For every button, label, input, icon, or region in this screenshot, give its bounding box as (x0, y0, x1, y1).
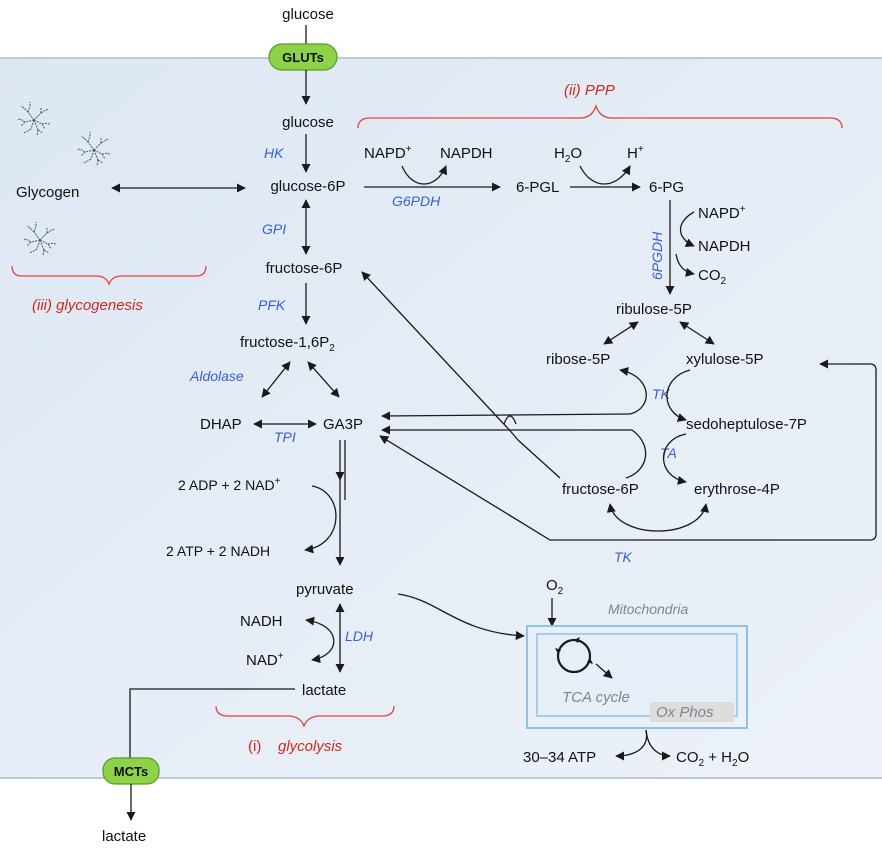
glucose-outside: glucose (282, 6, 334, 23)
6-pgl: 6-PGL (516, 179, 559, 196)
mcts-label: MCTs (114, 764, 148, 779)
aldolase-arrow-left (261, 361, 291, 398)
crossover-hop (503, 415, 517, 425)
napd-plus-1: NAPD+ (364, 144, 412, 162)
co2-release-curve (675, 253, 695, 277)
fructose-6p: fructose-6P (266, 260, 343, 277)
nad-plus: NAD+ (246, 651, 284, 669)
glycolysis-number: (i) (248, 738, 261, 755)
sedoheptulose-7p: sedoheptulose-7P (686, 416, 807, 433)
glucose-6p: glucose-6P (270, 178, 345, 195)
enzyme-tpi: TPI (274, 429, 296, 445)
tca-cycle-arrow-2 (587, 658, 593, 664)
enzyme-ta: TA (660, 445, 677, 461)
oxphos-box (650, 702, 734, 722)
ribulose-ribose-arrow (603, 321, 639, 345)
h-plus: H+ (627, 144, 644, 162)
ribose-5p: ribose-5P (546, 351, 610, 368)
h2o: H2O (554, 145, 582, 165)
enzyme-hk: HK (264, 145, 284, 161)
enzyme-gpi: GPI (262, 221, 286, 237)
fructose-16p2: fructose-1,6P2 (240, 334, 335, 354)
enzyme-ldh: LDH (345, 628, 374, 644)
napdh-2: NAPDH (698, 238, 751, 255)
mitochondria-outer (526, 625, 748, 729)
tk2-curve (606, 503, 710, 532)
6pgdh-cofactor-curve (679, 211, 695, 247)
enzyme-6pgdh: 6PGDH (649, 231, 665, 280)
nadh: NADH (240, 613, 283, 630)
atp-nadh: 2 ATP + 2 NADH (166, 543, 270, 559)
glucose-inside: glucose (282, 114, 334, 131)
tca-cycle-label: TCA cycle (562, 689, 630, 706)
atp-generation-curve (304, 485, 337, 554)
glycolysis-brace (215, 705, 395, 728)
tca-cycle-arrow-3 (555, 648, 561, 654)
ppp-f6p-return-arrow (361, 271, 561, 479)
lactate-inside: lactate (302, 682, 346, 699)
section-glycogenesis: (iii) glycogenesis (32, 297, 143, 314)
oxphos-label: Ox Phos (656, 704, 714, 721)
g6pdh-cofactor-curve (401, 165, 448, 185)
enzyme-aldolase: Aldolase (189, 368, 244, 384)
enzyme-pfk: PFK (258, 297, 286, 313)
o2: O2 (546, 577, 564, 597)
atp-yield: 30–34 ATP (523, 749, 596, 766)
section-glycolysis: glycolysis (278, 738, 343, 755)
co2-h2o: CO2 + H2O (676, 749, 749, 769)
tca-cycle-arrow-1 (574, 637, 580, 643)
napdh-1: NAPDH (440, 145, 493, 162)
glycogenesis-brace (11, 265, 207, 286)
pyruvate: pyruvate (296, 581, 354, 598)
ppp-brace (357, 103, 843, 129)
fructose-6p-ppp: fructose-6P (562, 481, 639, 498)
aldolase-arrow-right (307, 361, 340, 398)
6-pg: 6-PG (649, 179, 684, 196)
lactate-export-line (129, 688, 295, 758)
pyruvate-to-mitochondria-arrow (397, 593, 525, 641)
section-ppp: (ii) PPP (564, 82, 615, 99)
lactate-outside: lactate (102, 828, 146, 845)
tk2-loop-to-xylulose (379, 359, 877, 541)
glycogen: Glycogen (16, 184, 79, 201)
ribulose-5p: ribulose-5P (616, 301, 692, 318)
erythrose-4p: erythrose-4P (694, 481, 780, 498)
adp-nad: 2 ADP + 2 NAD+ (178, 476, 281, 493)
dhap: DHAP (200, 416, 242, 433)
gluts-label: GLUTs (282, 50, 324, 65)
ribulose-xylulose-arrow (679, 321, 715, 345)
napd-plus-2: NAPD+ (698, 204, 746, 222)
xylulose-5p: xylulose-5P (686, 351, 764, 368)
hydrolysis-curve (579, 165, 631, 185)
enzyme-g6pdh: G6PDH (392, 193, 441, 209)
oxphos-co2-curve (645, 729, 671, 761)
ga3p: GA3P (323, 416, 363, 433)
enzyme-tk-2: TK (614, 549, 633, 565)
nadh-oxidation-curve (305, 616, 335, 664)
tca-out-arrow (595, 663, 613, 679)
co2: CO2 (698, 267, 727, 287)
mitochondria-label: Mitochondria (608, 601, 688, 617)
gluts-transporter (268, 43, 338, 71)
